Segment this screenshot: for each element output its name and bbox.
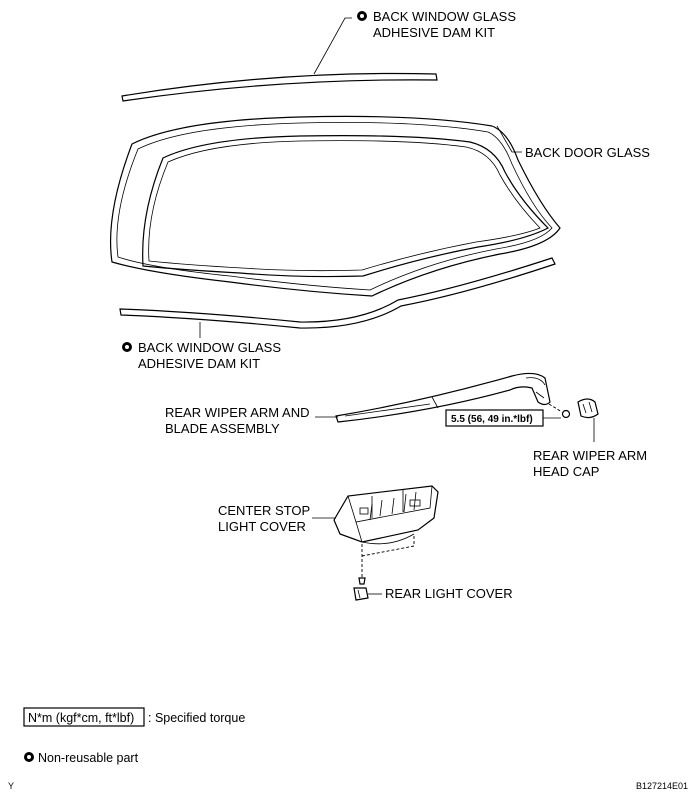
back-door-glass — [110, 115, 561, 297]
legend: N*m (kgf*cm, ft*lbf) : Specified torque … — [23, 707, 245, 765]
label-wiper-cap-2: HEAD CAP — [533, 464, 599, 479]
rear-light-cover — [353, 587, 369, 601]
footer-right-code: B127214E01 — [636, 781, 688, 791]
rear-wiper-arm-head-cap — [577, 398, 599, 419]
label-dam-kit-top-2: ADHESIVE DAM KIT — [373, 25, 495, 40]
label-wiper-cap-1: REAR WIPER ARM — [533, 448, 647, 463]
label-dam-kit-top-1: BACK WINDOW GLASS — [373, 9, 516, 24]
non-reusable-icon-legend — [24, 752, 34, 762]
wiper-nut — [561, 409, 571, 419]
torque-box — [445, 409, 544, 427]
leader-line-glass — [496, 125, 522, 153]
legend-non-reusable: Non-reusable part — [38, 751, 139, 765]
footer-left-code: Y — [8, 781, 14, 791]
legend-torque-desc: : Specified torque — [148, 711, 245, 725]
non-reusable-icon-top — [357, 11, 367, 21]
label-wiper-arm-1: REAR WIPER ARM AND — [165, 405, 309, 420]
adhesive-dam-strip-top — [121, 72, 438, 102]
legend-torque-box — [23, 707, 145, 727]
torque-value: 5.5 (56, 49 in.*lbf) — [451, 414, 533, 425]
screw — [358, 577, 366, 585]
label-dam-kit-bottom-2: ADHESIVE DAM KIT — [138, 356, 260, 371]
label-center-stop-1: CENTER STOP — [218, 503, 310, 518]
nut-dashed-line — [548, 403, 563, 413]
label-rear-light-cover: REAR LIGHT COVER — [385, 586, 513, 601]
label-center-stop-2: LIGHT COVER — [218, 519, 306, 534]
leader-line-dam-top — [313, 17, 352, 75]
label-back-door-glass: BACK DOOR GLASS — [525, 145, 650, 160]
legend-torque-unit: N*m (kgf*cm, ft*lbf) — [28, 711, 134, 725]
adhesive-dam-strip-bottom — [119, 257, 556, 329]
center-stop-light-cover — [333, 485, 439, 545]
non-reusable-icon-bottom — [122, 342, 132, 352]
label-dam-kit-bottom-1: BACK WINDOW GLASS — [138, 340, 281, 355]
label-wiper-arm-2: BLADE ASSEMBLY — [165, 421, 280, 436]
rear-wiper-arm-blade — [335, 372, 551, 423]
alignment-dashed-lines — [361, 536, 415, 578]
